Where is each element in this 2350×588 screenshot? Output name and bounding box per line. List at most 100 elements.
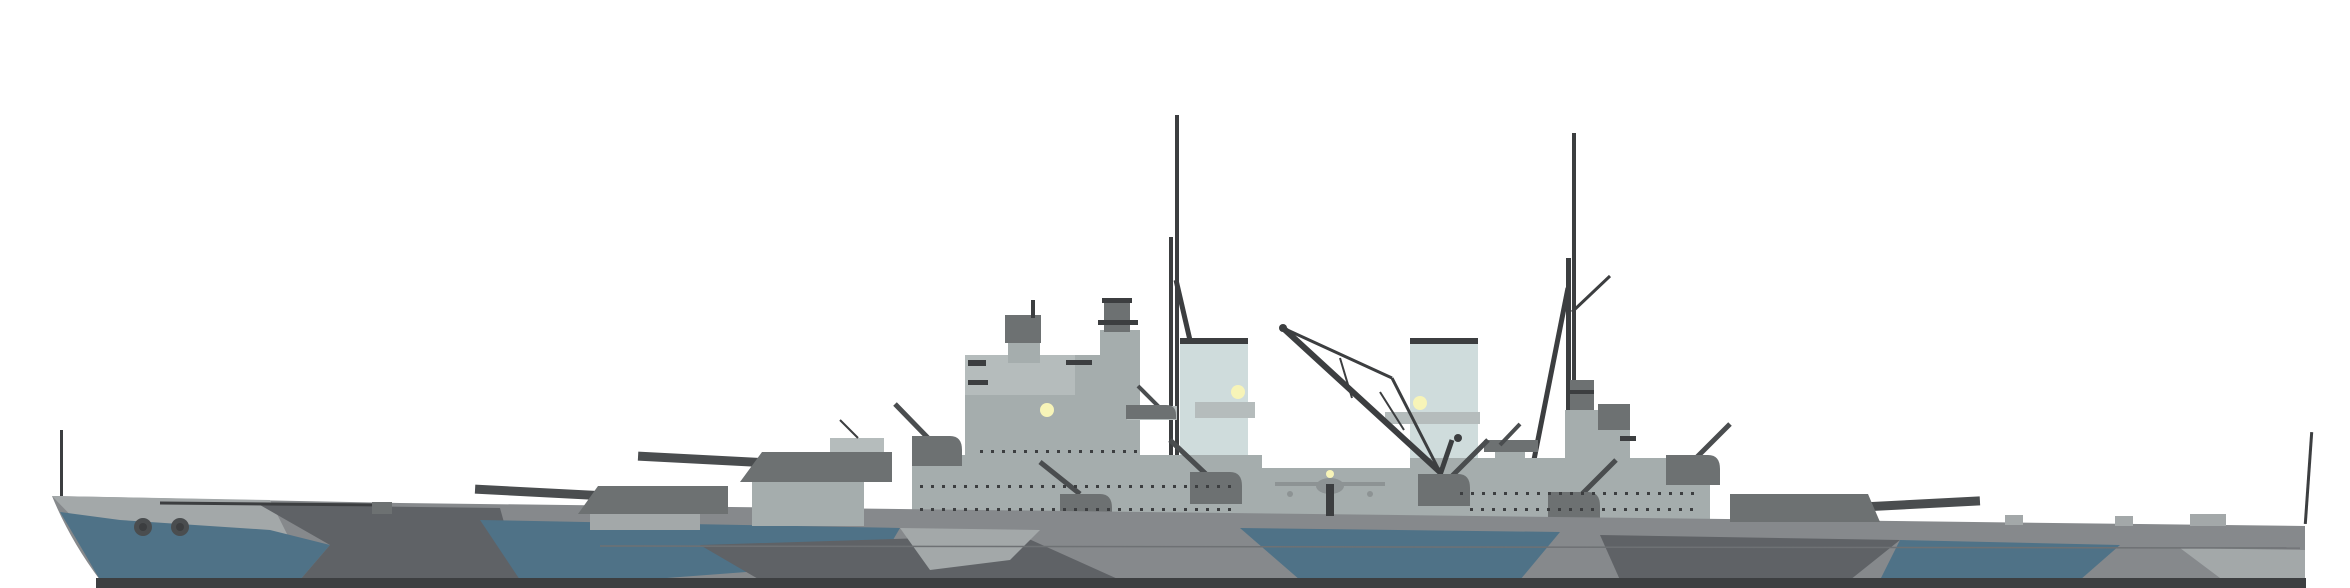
porthole	[1151, 485, 1154, 488]
hull-camo-blue-7	[1880, 540, 2120, 580]
porthole	[1570, 492, 1573, 495]
porthole	[1074, 508, 1077, 511]
porthole	[1008, 508, 1011, 511]
porthole	[1035, 450, 1038, 453]
porthole	[1460, 492, 1463, 495]
mainmast-lower	[1566, 258, 1571, 488]
mainmast-strut	[1525, 287, 1571, 491]
fore-funnel-cap	[1180, 338, 1248, 344]
turret-a-barbette	[590, 514, 700, 530]
porthole	[1079, 450, 1082, 453]
porthole	[1085, 508, 1088, 511]
turret-y	[1730, 494, 1880, 522]
sec-gun-1-barrel	[893, 402, 932, 442]
aircraft-icon	[1275, 470, 1385, 516]
crane-pulley	[1279, 324, 1287, 332]
hull-camo-light-8	[2180, 548, 2305, 578]
porthole	[1129, 485, 1132, 488]
porthole	[1068, 450, 1071, 453]
porthole	[1024, 450, 1027, 453]
searchlight	[1040, 403, 1054, 417]
porthole	[1206, 485, 1209, 488]
porthole	[1162, 485, 1165, 488]
aft-deckhouse-top	[1484, 440, 1538, 452]
crane-truss	[1282, 326, 1393, 380]
porthole	[1129, 508, 1132, 511]
crane-truss-2	[1390, 377, 1442, 473]
porthole	[1052, 508, 1055, 511]
porthole	[1526, 492, 1529, 495]
porthole	[1019, 485, 1022, 488]
fore-funnel-searchlight	[1231, 385, 1245, 399]
porthole	[1646, 508, 1649, 511]
crane-arm	[1437, 439, 1455, 476]
bridge-windows-2	[968, 380, 988, 385]
crane-truss-4	[1379, 391, 1405, 431]
anchor-icon	[134, 518, 152, 536]
deck-fittings	[372, 502, 2226, 526]
porthole	[1013, 450, 1016, 453]
porthole	[1184, 508, 1187, 511]
hull-camo-dark-6	[1600, 535, 1900, 580]
porthole	[975, 508, 978, 511]
anchor-icon	[171, 518, 189, 536]
porthole	[1217, 508, 1220, 511]
crane-truss-3	[1339, 357, 1353, 399]
porthole	[1228, 508, 1231, 511]
porthole	[1134, 450, 1137, 453]
sec-gun-7	[1666, 455, 1720, 485]
porthole	[1690, 508, 1693, 511]
sec-gun-4-barrel	[1136, 384, 1162, 410]
porthole	[1217, 485, 1220, 488]
porthole	[1019, 508, 1022, 511]
aft-director-band	[1566, 390, 1594, 394]
porthole	[1074, 485, 1077, 488]
porthole	[1470, 508, 1473, 511]
sec-gun-5	[1418, 474, 1470, 506]
porthole	[1090, 450, 1093, 453]
stern-flagstaff	[2303, 432, 2314, 525]
porthole	[931, 508, 934, 511]
fire-control-top	[1104, 298, 1130, 332]
porthole	[964, 508, 967, 511]
porthole	[997, 485, 1000, 488]
bridge-windows-3	[1066, 360, 1092, 365]
porthole	[1140, 485, 1143, 488]
porthole	[1206, 508, 1209, 511]
porthole	[975, 485, 978, 488]
porthole	[1669, 492, 1672, 495]
porthole	[1101, 450, 1104, 453]
porthole	[1592, 492, 1595, 495]
turret-b-barbette	[752, 482, 864, 526]
porthole	[1112, 450, 1115, 453]
porthole	[1624, 508, 1627, 511]
porthole	[942, 485, 945, 488]
porthole	[1057, 450, 1060, 453]
porthole	[1096, 485, 1099, 488]
porthole	[1471, 492, 1474, 495]
main-turrets	[474, 419, 1981, 530]
porthole	[1493, 492, 1496, 495]
porthole	[997, 508, 1000, 511]
porthole	[1063, 485, 1066, 488]
porthole	[1008, 485, 1011, 488]
porthole	[1591, 508, 1594, 511]
porthole	[1613, 508, 1616, 511]
porthole	[1184, 485, 1187, 488]
aft-director	[1570, 380, 1594, 410]
porthole	[1195, 508, 1198, 511]
porthole	[1162, 508, 1165, 511]
porthole	[1481, 508, 1484, 511]
porthole	[1680, 492, 1683, 495]
hull-camo-dark-1	[260, 505, 520, 580]
porthole	[931, 485, 934, 488]
crane	[1279, 324, 1462, 476]
aft-searchlight	[1413, 396, 1427, 410]
turret-a-barrel	[474, 484, 606, 501]
porthole	[1041, 508, 1044, 511]
fire-control-cap	[1102, 298, 1132, 303]
porthole	[1002, 450, 1005, 453]
aft-control	[1598, 404, 1630, 430]
sec-gun-3-barrel	[1168, 438, 1210, 478]
